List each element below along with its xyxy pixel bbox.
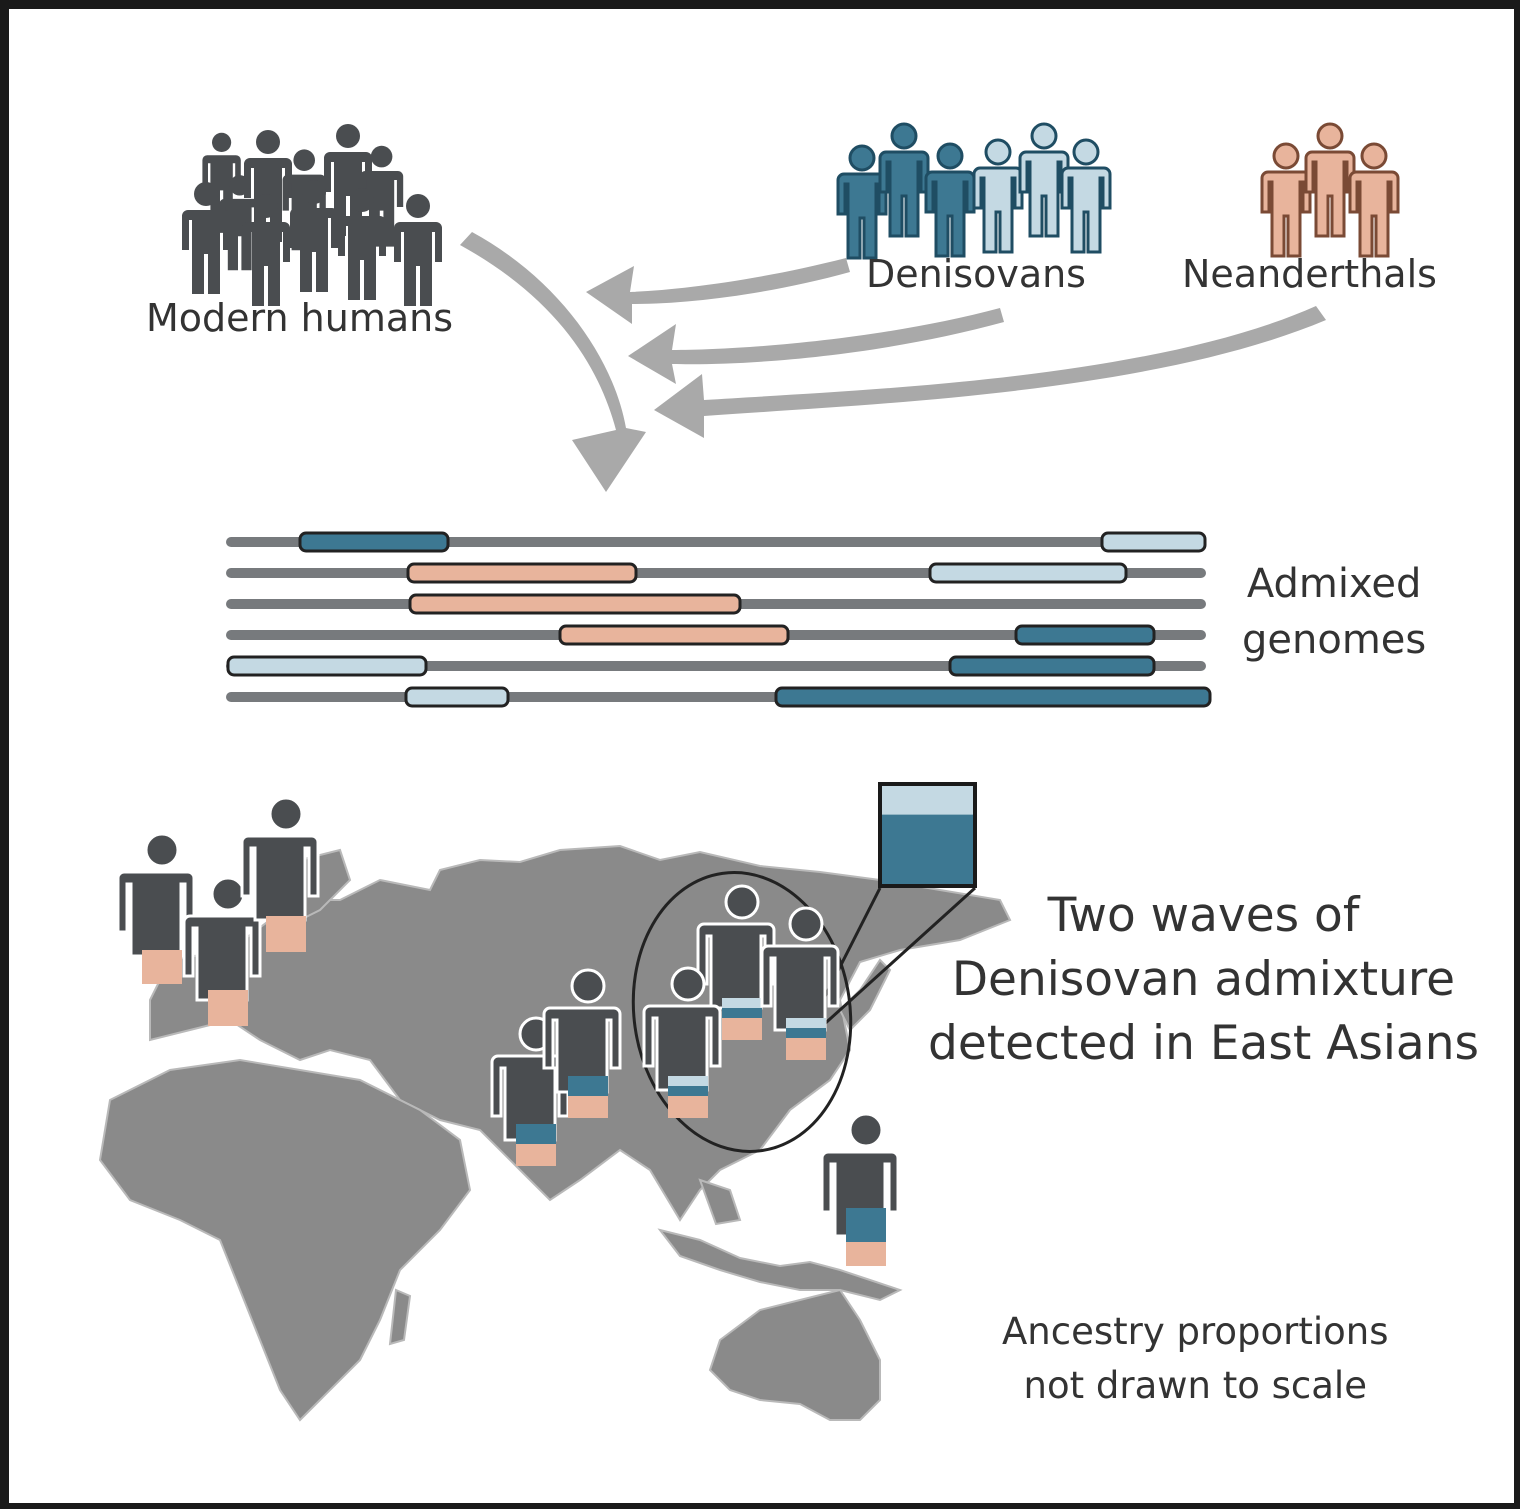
segment-denisovan-dark bbox=[1014, 624, 1156, 646]
modern-humans-crowd bbox=[182, 124, 442, 306]
two-waves-line-2: Denisovan admixture bbox=[951, 952, 1456, 1007]
person-europe-1 bbox=[116, 832, 196, 984]
person-east-asia-3 bbox=[642, 966, 722, 1118]
person-south-asia-1 bbox=[490, 1016, 570, 1166]
admixed-genomes-line-2: genomes bbox=[1242, 617, 1427, 663]
segment-denisovan-dark bbox=[298, 531, 450, 553]
segment-denisovan-light bbox=[226, 655, 428, 677]
gene-flow-arrows bbox=[460, 232, 1326, 492]
segment-neanderthal bbox=[408, 593, 742, 615]
segment-denisovan-light bbox=[928, 562, 1128, 584]
population-figures bbox=[116, 796, 900, 1266]
two-waves-caption: Two waves of Denisovan admixture detecte… bbox=[928, 884, 1479, 1076]
denisovans-group bbox=[836, 122, 1112, 260]
neanderthals-label: Neanderthals bbox=[1182, 252, 1437, 296]
neanderthals-group bbox=[1260, 122, 1400, 258]
segment-denisovan-dark bbox=[948, 655, 1156, 677]
person-east-asia-1 bbox=[696, 884, 776, 1040]
person-oceania bbox=[820, 1112, 900, 1266]
east-asia-highlight bbox=[631, 871, 977, 1153]
person-europe-2 bbox=[182, 876, 262, 1026]
segment-denisovan-light bbox=[404, 686, 510, 708]
denisovans-label: Denisovans bbox=[866, 252, 1086, 296]
admixed-genomes bbox=[226, 531, 1212, 708]
ancestry-inset-box bbox=[878, 782, 977, 888]
scale-note-line-1: Ancestry proportions bbox=[1002, 1310, 1389, 1353]
person-east-asia-2 bbox=[760, 906, 840, 1060]
person-europe-3 bbox=[240, 796, 320, 952]
admixed-genomes-label: Admixed genomes bbox=[1242, 556, 1426, 668]
inset-border bbox=[878, 782, 977, 888]
segment-denisovan-light bbox=[1100, 531, 1207, 553]
scale-note: Ancestry proportions not drawn to scale bbox=[1002, 1305, 1389, 1413]
person-south-asia-2 bbox=[542, 968, 622, 1118]
segment-neanderthal bbox=[558, 624, 790, 646]
chromosome-1 bbox=[226, 537, 1206, 547]
two-waves-line-3: detected in East Asians bbox=[928, 1016, 1479, 1071]
inset-light-segment bbox=[880, 784, 975, 815]
segment-neanderthal bbox=[406, 562, 638, 584]
scale-note-line-2: not drawn to scale bbox=[1023, 1364, 1367, 1407]
modern-humans-label: Modern humans bbox=[146, 296, 454, 340]
admixed-genomes-line-1: Admixed bbox=[1246, 561, 1422, 607]
segment-denisovan-dark bbox=[774, 686, 1212, 708]
two-waves-line-1: Two waves of bbox=[1047, 888, 1360, 943]
inset-dark-segment bbox=[880, 814, 975, 886]
